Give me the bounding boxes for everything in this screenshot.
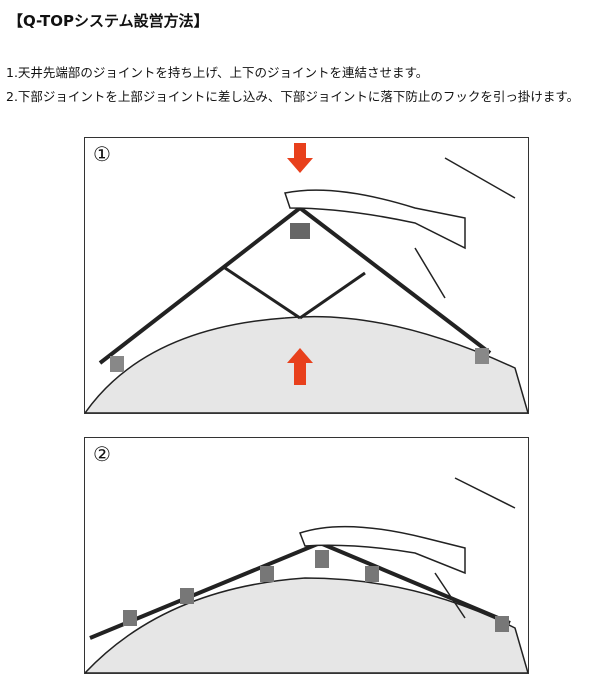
panel-number: ① bbox=[93, 142, 111, 166]
down-arrow-icon bbox=[287, 143, 313, 173]
step-2-text: 2.下部ジョイントを上部ジョイントに差し込み、下部ジョイントに落下防止のフックを… bbox=[6, 89, 580, 104]
illustration-panel-2: ② bbox=[84, 437, 529, 674]
illustration-panel-1: ① bbox=[84, 137, 529, 414]
tent-joint-hook-illustration bbox=[85, 477, 528, 673]
panel-number: ② bbox=[93, 442, 111, 466]
up-arrow-icon bbox=[287, 348, 313, 385]
page-title: 【Q-TOPシステム設営方法】 bbox=[8, 12, 209, 30]
tent-joint-connect-illustration bbox=[85, 143, 528, 413]
step-1-text: 1.天井先端部のジョイントを持ち上げ、上下のジョイントを連結させます。 bbox=[6, 65, 429, 80]
